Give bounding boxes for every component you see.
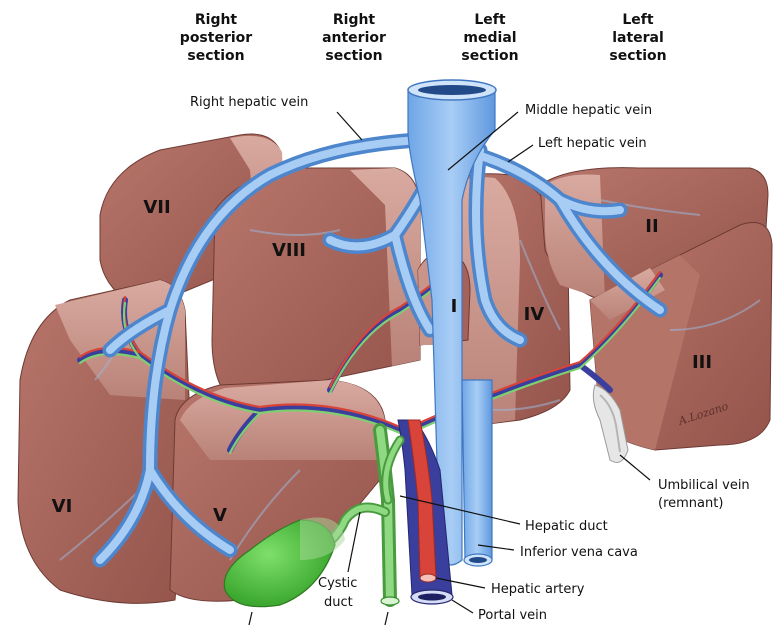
- svg-text:section: section: [609, 48, 666, 64]
- segment-label-vi: VI: [52, 496, 73, 517]
- label-middle-hepatic-vein: Middle hepatic vein: [525, 103, 652, 118]
- label-hepatic-artery: Hepatic artery: [491, 582, 585, 597]
- svg-text:duct: duct: [324, 595, 353, 610]
- svg-text:section: section: [187, 48, 244, 64]
- segment-label-ii: II: [645, 216, 658, 237]
- header-right-posterior: Right posterior section: [180, 12, 252, 64]
- header-left-medial: Left medial section: [461, 12, 518, 64]
- svg-text:Cystic: Cystic: [318, 576, 357, 591]
- svg-text:lateral: lateral: [612, 30, 664, 46]
- svg-text:posterior: posterior: [180, 30, 252, 46]
- header-right-anterior: Right anterior section: [322, 12, 386, 64]
- svg-text:medial: medial: [463, 30, 516, 46]
- svg-text:Left: Left: [622, 12, 654, 28]
- label-cystic-duct: Cystic duct: [318, 576, 357, 610]
- svg-text:(remnant): (remnant): [658, 496, 723, 511]
- svg-text:Umbilical vein: Umbilical vein: [658, 478, 750, 493]
- segment-label-v: V: [213, 505, 227, 526]
- svg-text:Left: Left: [474, 12, 506, 28]
- label-inferior-vena-cava: Inferior vena cava: [520, 545, 638, 560]
- segment-label-vii: VII: [143, 197, 170, 218]
- segment-label-i: I: [451, 296, 458, 317]
- svg-text:anterior: anterior: [322, 30, 386, 46]
- segment-label-iv: IV: [524, 304, 545, 325]
- segment-label-viii: VIII: [272, 240, 306, 261]
- segment-label-iii: III: [692, 352, 712, 373]
- label-right-hepatic-vein: Right hepatic vein: [190, 95, 308, 110]
- label-left-hepatic-vein: Left hepatic vein: [538, 136, 647, 151]
- label-umbilical-vein: Umbilical vein (remnant): [658, 478, 750, 511]
- label-hepatic-duct: Hepatic duct: [525, 519, 608, 534]
- label-portal-vein: Portal vein: [478, 608, 547, 623]
- header-left-lateral: Left lateral section: [609, 12, 666, 64]
- svg-text:section: section: [461, 48, 518, 64]
- svg-text:Right: Right: [333, 12, 376, 28]
- svg-text:Right: Right: [195, 12, 238, 28]
- svg-text:section: section: [325, 48, 382, 64]
